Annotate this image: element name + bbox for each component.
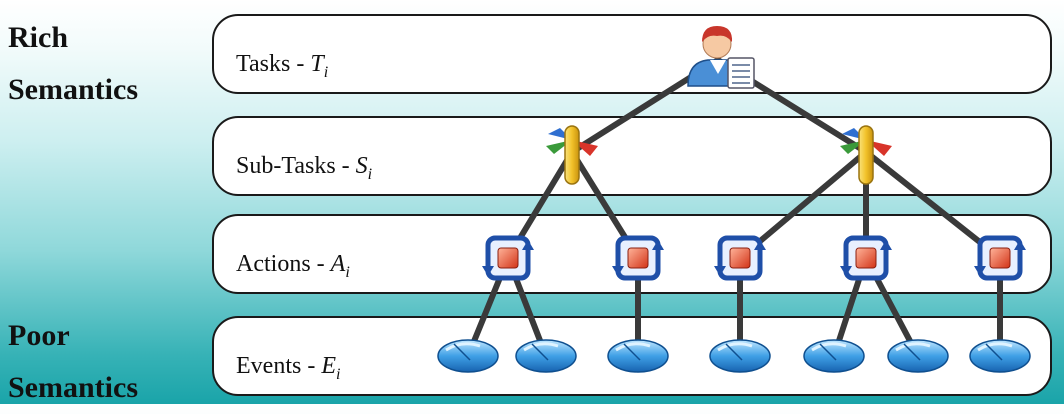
layer-label-tasks: Tasks - Ti <box>236 51 328 82</box>
layer-symbol: T <box>310 51 324 78</box>
action-cycle-icon <box>974 235 1026 281</box>
edge-subtask-action <box>863 149 1003 261</box>
layer-symbol: A <box>330 251 346 278</box>
rich-semantics-label: Rich Semantics <box>8 21 138 106</box>
layer-sep: - <box>335 153 356 180</box>
layer-sep: - <box>310 251 331 278</box>
mouse-icon <box>887 339 949 373</box>
layer-name: Tasks <box>236 51 291 78</box>
layer-subscript: i <box>345 264 350 281</box>
layer-label-events: Events - Ei <box>236 353 340 384</box>
layer-sep: - <box>301 353 322 380</box>
layer-subscript: i <box>367 166 373 183</box>
layer-name: Events <box>236 353 302 380</box>
layer-name: Actions <box>236 251 311 278</box>
flowchart-branch-icon <box>840 125 892 185</box>
layer-subscript: i <box>323 64 329 81</box>
poor-semantics-label: Poor Semantics <box>8 319 138 404</box>
action-cycle-icon <box>612 235 664 281</box>
hierarchy-tree <box>437 26 1031 373</box>
action-cycle-icon <box>714 235 766 281</box>
layer-symbol: E <box>321 353 336 380</box>
flowchart-branch-icon <box>546 125 598 185</box>
mouse-icon <box>607 339 669 373</box>
mouse-icon <box>515 339 577 373</box>
layer-label-actions: Actions - Ai <box>236 251 350 282</box>
layer-sep: - <box>290 51 311 78</box>
mouse-icon <box>437 339 499 373</box>
layer-label-subtasks: Sub-Tasks - Si <box>236 153 372 184</box>
action-cycle-icon <box>840 235 892 281</box>
layer-subscript: i <box>336 366 341 383</box>
mouse-icon <box>709 339 771 373</box>
layer-symbol: S <box>355 153 368 180</box>
action-cycle-icon <box>482 235 534 281</box>
layer-name: Sub-Tasks <box>236 153 336 180</box>
user-document-icon <box>687 26 755 89</box>
layer-tasks: Tasks - Ti <box>212 14 1052 94</box>
mouse-icon <box>969 339 1031 373</box>
mouse-icon <box>803 339 865 373</box>
